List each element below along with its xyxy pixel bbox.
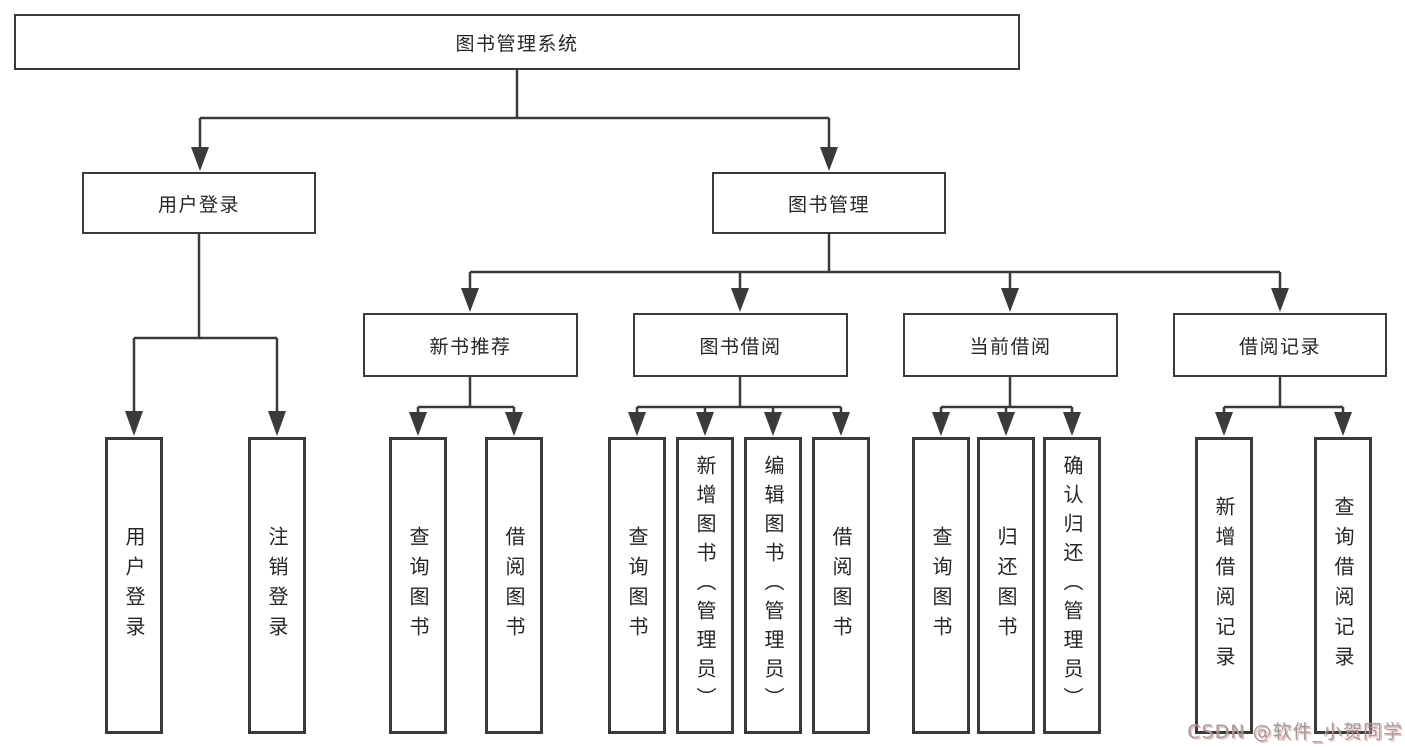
leaf-label: 归还图书	[994, 525, 1018, 646]
leaf-label: 查询图书	[625, 525, 649, 646]
leaf-label: 确认归还（管理员）	[1060, 455, 1084, 716]
leaf-label: 用户登录	[122, 525, 146, 646]
node-label: 图书管理	[787, 193, 870, 216]
leaf-add-borrow-record: 新增借阅记录	[1195, 437, 1253, 734]
node-label: 借阅记录	[1238, 335, 1321, 358]
leaf-label: 查询借阅记录	[1331, 495, 1355, 676]
leaf-label: 新增图书（管理员）	[693, 455, 717, 716]
node-library-management-system: 图书管理系统	[14, 14, 1020, 70]
leaf-query-books-current: 查询图书	[912, 437, 970, 734]
node-user-login: 用户登录	[82, 172, 316, 234]
node-label: 新书推荐	[429, 335, 512, 358]
leaf-label: 编辑图书（管理员）	[761, 455, 785, 716]
leaf-confirm-return-admin: 确认归还（管理员）	[1043, 437, 1101, 734]
node-new-book-recommendation: 新书推荐	[363, 313, 578, 377]
node-book-management: 图书管理	[712, 172, 946, 234]
leaf-label: 借阅图书	[829, 525, 853, 646]
leaf-query-books-recommend: 查询图书	[389, 437, 447, 734]
leaf-query-books-borrow: 查询图书	[608, 437, 666, 734]
leaf-edit-book-admin: 编辑图书（管理员）	[744, 437, 802, 734]
leaf-label: 查询图书	[406, 525, 430, 646]
node-label: 当前借阅	[969, 335, 1052, 358]
csdn-watermark: CSDN @软件_小贺同学	[1187, 721, 1403, 743]
leaf-add-book-admin: 新增图书（管理员）	[676, 437, 734, 734]
leaf-query-borrow-record: 查询借阅记录	[1314, 437, 1372, 734]
leaf-borrow-books: 借阅图书	[812, 437, 870, 734]
leaf-logout: 注销登录	[248, 437, 306, 734]
node-label: 图书借阅	[699, 335, 782, 358]
leaf-label: 注销登录	[265, 525, 289, 646]
node-book-borrowing: 图书借阅	[633, 313, 848, 377]
node-borrowing-records: 借阅记录	[1173, 313, 1387, 377]
leaf-return-books: 归还图书	[977, 437, 1035, 734]
leaf-label: 查询图书	[929, 525, 953, 646]
leaf-label: 新增借阅记录	[1212, 495, 1236, 676]
leaf-label: 借阅图书	[502, 525, 526, 646]
leaf-user-login: 用户登录	[105, 437, 163, 734]
node-label: 图书管理系统	[455, 32, 579, 55]
leaf-borrow-books-recommend: 借阅图书	[485, 437, 543, 734]
node-current-borrowing: 当前借阅	[903, 313, 1118, 377]
node-label: 用户登录	[157, 193, 240, 216]
